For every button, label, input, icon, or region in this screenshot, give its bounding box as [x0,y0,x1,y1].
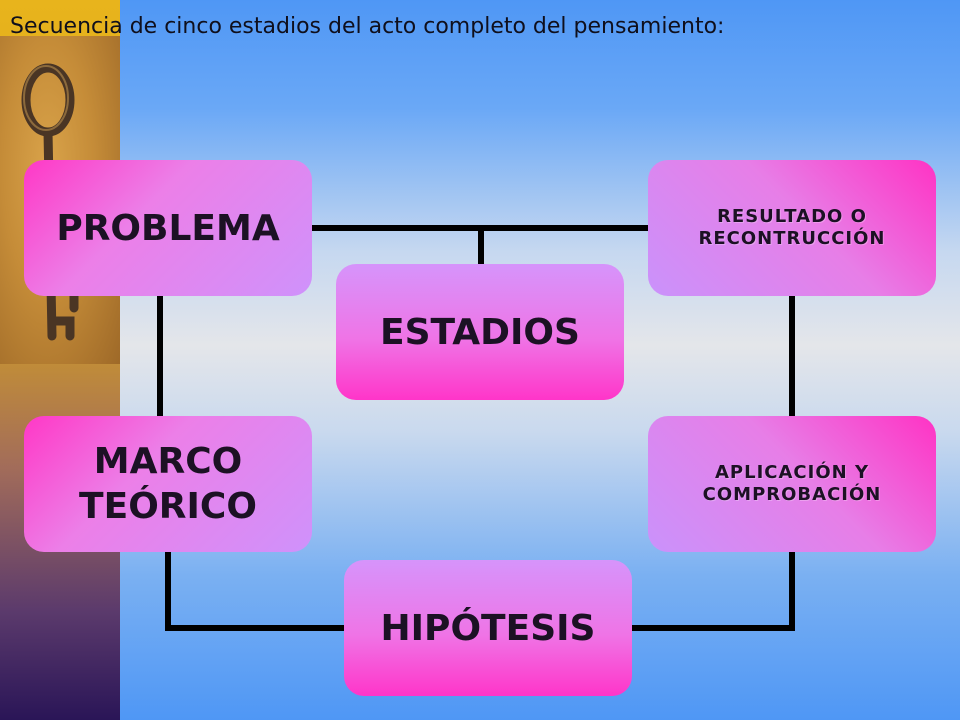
connector-bottom-left [165,549,349,631]
aplicacion-box: APLICACIÓN Y COMPROBACIÓN [648,416,936,552]
estadios-label: ESTADIOS [380,311,580,353]
slide-title: Secuencia de cinco estadios del acto com… [10,14,725,39]
marco-teorico-box: MARCO TEÓRICO [24,416,312,552]
marco-teorico-label: MARCO TEÓRICO [79,441,257,527]
problema-box: PROBLEMA [24,160,312,296]
problema-label: PROBLEMA [56,207,280,249]
resultado-box: RESULTADO O RECONTRUCCIÓN [648,160,936,296]
aplicacion-label: APLICACIÓN Y COMPROBACIÓN [702,461,882,506]
estadios-box: ESTADIOS [336,264,624,400]
hipotesis-label: HIPÓTESIS [380,607,596,649]
connector-bottom-right [629,549,795,631]
hipotesis-box: HIPÓTESIS [344,560,632,696]
resultado-label: RESULTADO O RECONTRUCCIÓN [698,205,886,250]
